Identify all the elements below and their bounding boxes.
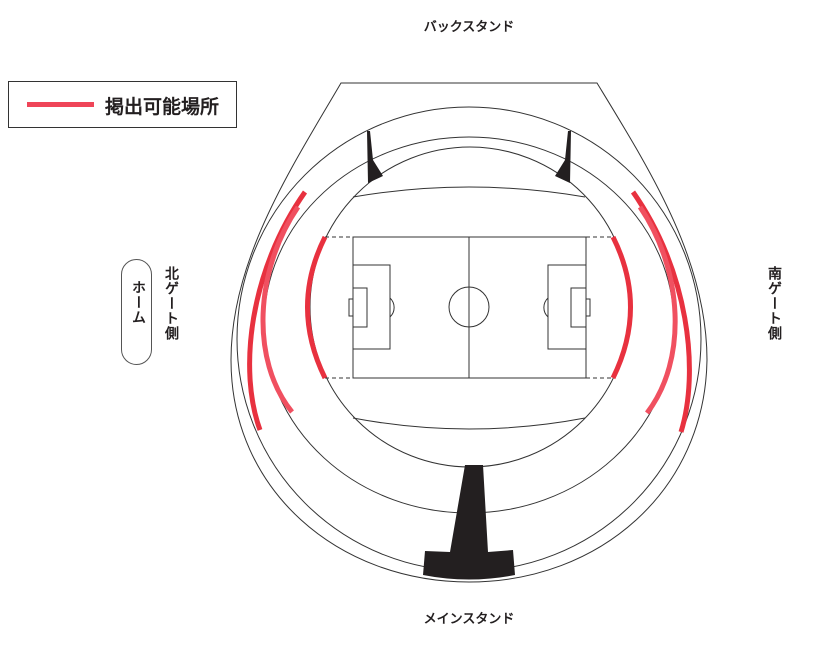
ad-arc-north-inner xyxy=(305,235,328,380)
back-stand-front xyxy=(352,186,586,198)
home-badge-label: ホーム xyxy=(130,280,146,325)
main-stand-front xyxy=(352,417,586,430)
legend-swatch xyxy=(27,102,94,107)
north-gate-label: 北ゲート側 xyxy=(163,266,179,341)
ad-arc-south-middle xyxy=(637,205,678,415)
tunnel-right xyxy=(555,131,571,183)
tunnel-left xyxy=(367,131,383,183)
ad-arc-north-middle xyxy=(260,205,301,414)
stadium-outline xyxy=(230,82,708,583)
south-gate-label: 南ゲート側 xyxy=(766,266,782,341)
pitch xyxy=(325,236,613,379)
ad-arc-south-outer xyxy=(630,190,692,433)
legend-label: 掲出可能場所 xyxy=(105,96,220,118)
ad-locations xyxy=(247,190,692,433)
legend: 掲出可能場所 xyxy=(8,81,237,128)
back-stand-label: バックスタンド xyxy=(423,20,515,35)
main-stand-label: メインスタンド xyxy=(423,612,515,627)
main-stand-tower xyxy=(423,465,515,580)
home-badge: ホーム xyxy=(121,259,152,365)
ad-arc-north-outer xyxy=(247,190,308,431)
ad-arc-south-inner xyxy=(610,235,633,380)
